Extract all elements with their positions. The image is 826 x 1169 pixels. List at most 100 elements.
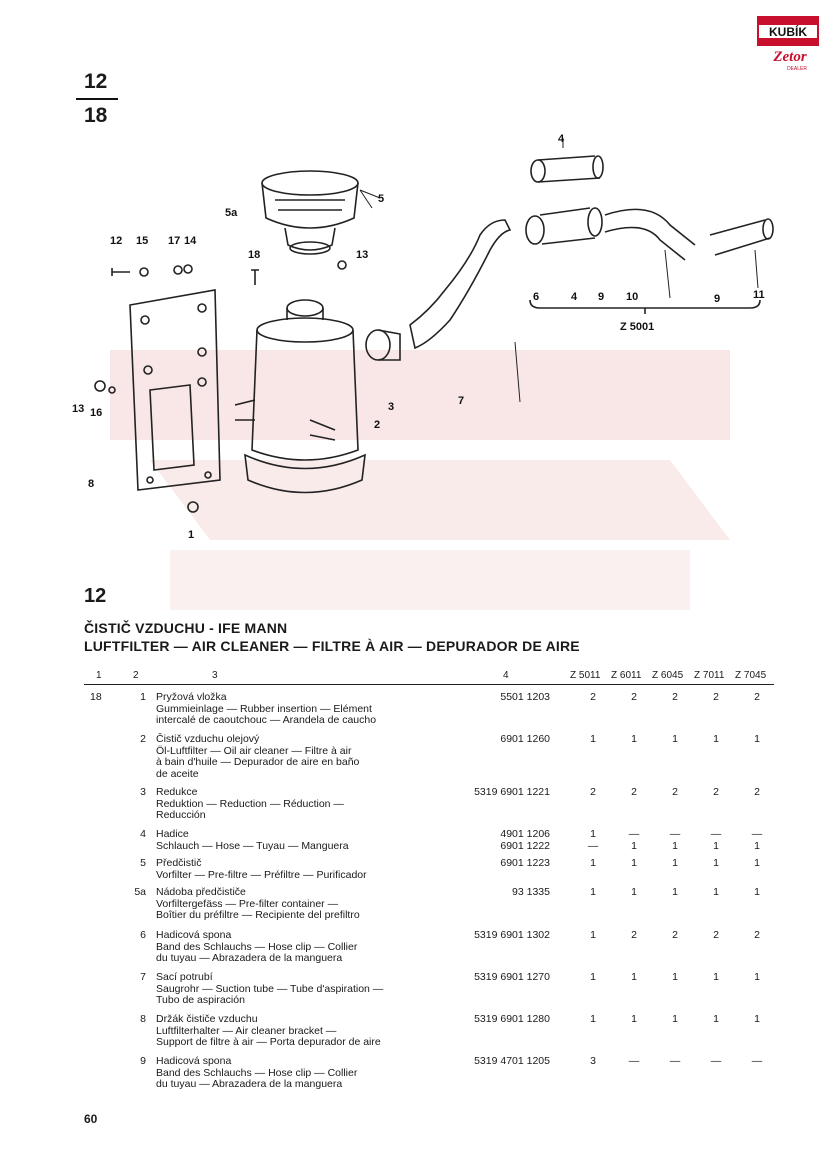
col-header-4: 4: [503, 670, 509, 681]
position-number: 3: [140, 786, 146, 798]
quantity-cell: 2: [750, 691, 764, 704]
part-number: 5319 6901 1302: [474, 929, 550, 941]
quantity-cell: 1: [668, 733, 682, 746]
pre-cleaner-part: [261, 170, 359, 255]
callout-10: 10: [626, 291, 638, 303]
description-line: à bain d'huile — Depurador de aire en ba…: [156, 756, 360, 768]
quantity-cell: 1: [586, 1013, 600, 1026]
figure-number-top: 12: [84, 70, 108, 93]
callout-9-right: 9: [714, 293, 720, 305]
description-line: Schlauch — Hose — Tuyau — Manguera: [156, 839, 349, 852]
figure-divider: [76, 98, 118, 100]
description-line: Čistič vzduchu olejový: [156, 733, 260, 745]
quantity-value: 1: [672, 839, 678, 852]
description-line: Redukce: [156, 786, 198, 798]
quantity-value: 2: [631, 786, 637, 798]
quantity-value: 1: [672, 733, 678, 745]
quantity-cell: 2: [668, 786, 682, 799]
quantity-value: 1: [672, 1013, 678, 1025]
quantity-value: 1: [631, 839, 637, 852]
quantity-value: 1: [713, 886, 719, 898]
quantity-value: 1: [590, 1013, 596, 1025]
col-header-model: Z 7011: [694, 670, 725, 681]
part-number: 6901 1260: [500, 733, 550, 745]
quantity-cell: 1: [627, 1013, 641, 1026]
part-number: 4901 1206: [500, 828, 550, 840]
description-line: Vorfiltergefäss — Pre-filter container —: [156, 897, 339, 910]
quantity-value: 2: [713, 929, 719, 941]
quantity-value: 1: [631, 971, 637, 983]
quantity-value: 1: [672, 886, 678, 898]
position-number: 4: [140, 828, 146, 840]
quantity-cell: 1: [709, 971, 723, 984]
description-line: Pryžová vložka: [156, 691, 227, 703]
part-number: 6901 1222: [500, 839, 550, 852]
part-number-cell: 5319 6901 1221: [454, 786, 550, 799]
quantity-cell: —: [627, 1055, 641, 1068]
quantity-value: 2: [672, 786, 678, 798]
quantity-value: —: [587, 839, 599, 852]
part-number-cell: 6901 1260: [454, 733, 550, 746]
callout-15: 15: [136, 235, 148, 247]
quantity-value: —: [628, 828, 640, 840]
col-header-model: Z 6045: [652, 670, 684, 681]
svg-text:KUBÍK: KUBÍK: [769, 24, 807, 39]
callout-18: 18: [248, 249, 260, 261]
quantity-cell: 1—: [586, 828, 600, 852]
part-number-cell: 5319 6901 1280: [454, 1013, 550, 1026]
description-line: Öl-Luftfilter — Oil air cleaner — Filtre…: [156, 744, 352, 757]
quantity-cell: 1: [586, 886, 600, 899]
part-number: 5319 6901 1270: [474, 971, 550, 983]
col-header-model: Z 5011: [570, 670, 601, 681]
quantity-value: 1: [631, 733, 637, 745]
callout-9-left: 9: [598, 291, 604, 303]
quantity-cell: 3: [586, 1055, 600, 1068]
part-number: 5319 6901 1221: [474, 786, 550, 798]
description-line: Reducción: [156, 809, 206, 821]
callout-6: 6: [533, 291, 539, 303]
description-line: Nádoba předčističe: [156, 886, 246, 898]
callout-17: 17: [168, 235, 180, 247]
quantity-cell: —1: [750, 828, 764, 852]
callout-7: 7: [458, 395, 464, 407]
quantity-cell: 1: [709, 857, 723, 870]
description-line: du tuyau — Abrazadera de la manguera: [156, 1078, 343, 1090]
col-header-3: 3: [212, 670, 218, 681]
col-header-model: Z 6011: [611, 670, 642, 681]
quantity-value: 1: [590, 828, 596, 840]
quantity-cell: 1: [668, 971, 682, 984]
quantity-value: 2: [631, 691, 637, 703]
quantity-cell: 1: [750, 971, 764, 984]
quantity-cell: 2: [750, 929, 764, 942]
description-line: Saugrohr — Suction tube — Tube d'aspirat…: [156, 982, 384, 995]
callout-11: 11: [753, 289, 765, 301]
description-line: Reduktion — Reduction — Réduction —: [156, 797, 344, 810]
quantity-value: —: [710, 1055, 722, 1067]
quantity-cell: 1: [668, 1013, 682, 1026]
description-line: Hadice: [156, 828, 189, 840]
logo-graphic: KUBÍK Zetor DEALER: [757, 16, 819, 72]
quantity-value: 2: [672, 691, 678, 703]
quantity-value: 1: [754, 839, 760, 852]
quantity-cell: 1: [627, 733, 641, 746]
quantity-value: —: [669, 1055, 681, 1067]
part-number: 93 1335: [512, 886, 550, 898]
description-line: de aceite: [156, 767, 199, 780]
quantity-cell: 2: [668, 929, 682, 942]
position-number: 1: [140, 691, 146, 703]
quantity-value: 2: [713, 691, 719, 703]
quantity-cell: 2: [709, 786, 723, 799]
quantity-cell: 1: [750, 1013, 764, 1026]
quantity-cell: 2: [586, 691, 600, 704]
quantity-value: 1: [713, 971, 719, 983]
main-cleaner-part: [234, 299, 366, 494]
quantity-cell: 2: [709, 929, 723, 942]
part-number-cell: 5319 6901 1302: [454, 929, 550, 942]
part-number: 5319 4701 1205: [474, 1055, 550, 1067]
